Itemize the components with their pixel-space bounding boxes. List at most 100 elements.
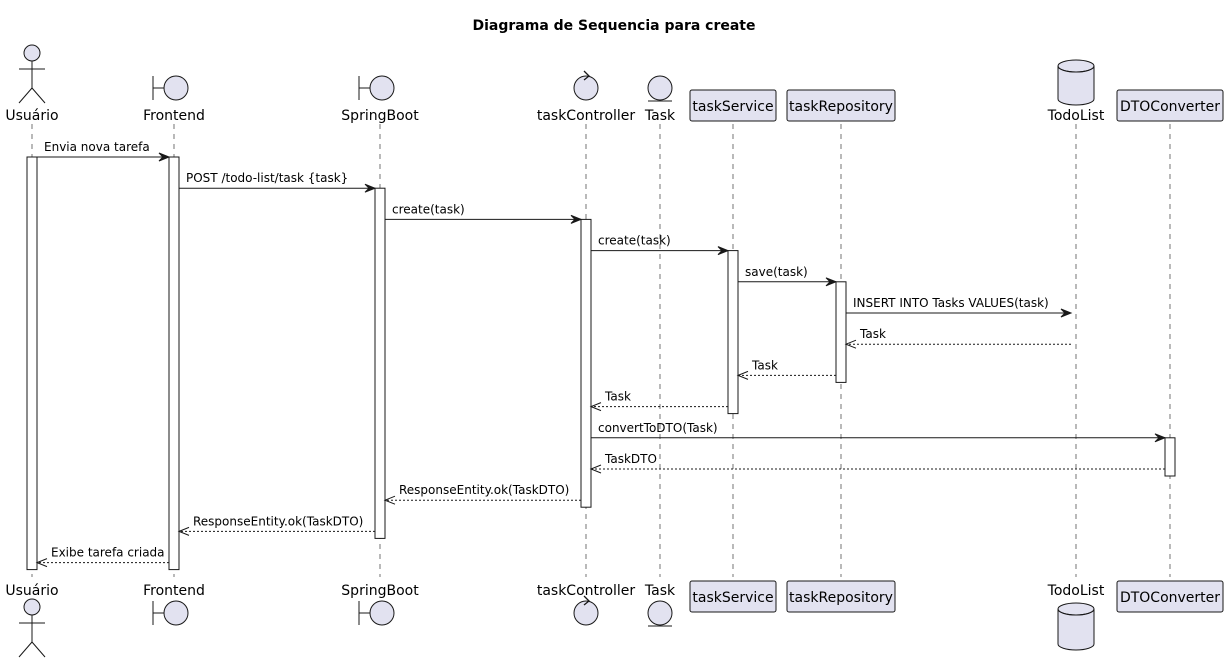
activation-bars	[26, 156, 1176, 571]
sync-arrowhead	[1154, 433, 1167, 443]
participant-label: SpringBoot	[341, 583, 419, 599]
participant-springboot: SpringBoot	[341, 583, 419, 626]
message-3: create(task)	[385, 202, 583, 224]
participant-dtoconverter: DTOConverter	[1116, 580, 1224, 613]
return-arrowhead	[736, 370, 749, 380]
message-label: Task	[751, 358, 778, 372]
actor-icon	[18, 598, 46, 658]
return-arrowhead	[589, 464, 602, 474]
message-label: Envia nova tarefa	[44, 140, 150, 154]
activation-bar-taskcontroller	[580, 218, 592, 508]
participant-taskservice: taskService	[689, 580, 777, 613]
participant-usuario: Usuário	[5, 583, 59, 658]
sync-arrowhead	[570, 214, 583, 224]
participant-box	[1116, 89, 1224, 122]
message-14: Exibe tarefa criada	[35, 546, 169, 568]
activation-bar-frontend	[168, 156, 180, 571]
message-label: INSERT INTO Tasks VALUES(task)	[853, 296, 1049, 310]
participant-label: Usuário	[5, 583, 58, 599]
boundary-icon	[152, 600, 189, 626]
participant-label: taskController	[537, 108, 636, 124]
message-label: Exibe tarefa criada	[51, 546, 165, 560]
message-label: convertToDTO(Task)	[598, 421, 718, 435]
participant-todolist: TodoList	[1047, 59, 1105, 124]
participant-label: taskService	[692, 590, 773, 606]
participant-dtoconverter: DTOConverter	[1116, 89, 1224, 122]
participant-box	[689, 580, 777, 613]
message-11: TaskDTO	[589, 452, 1165, 474]
message-1: Envia nova tarefa	[37, 140, 171, 162]
participant-taskcontroller: taskController	[537, 583, 636, 626]
control-icon	[573, 595, 599, 626]
diagram-title: Diagrama de Sequencia para create	[472, 18, 755, 34]
message-label: Task	[604, 390, 631, 404]
participant-label: taskController	[537, 583, 636, 599]
return-arrowhead	[35, 558, 48, 568]
participant-box	[689, 89, 777, 122]
database-icon	[1057, 602, 1095, 651]
message-label: POST /todo-list/task {task}	[186, 171, 348, 185]
entity-icon	[647, 600, 673, 627]
activation-bar-springboot	[374, 187, 386, 539]
message-9: Task	[589, 390, 728, 412]
control-icon	[573, 70, 599, 101]
sync-arrowhead	[825, 277, 838, 287]
message-7: Task	[844, 327, 1071, 349]
participant-label: Task	[644, 108, 676, 124]
participant-label: DTOConverter	[1120, 590, 1220, 606]
message-label: create(task)	[598, 234, 671, 248]
message-label: TaskDTO	[604, 452, 657, 466]
participant-label: TodoList	[1047, 108, 1105, 124]
participant-label: TodoList	[1047, 583, 1105, 599]
participant-label: DTOConverter	[1120, 99, 1220, 115]
database-icon	[1057, 59, 1095, 106]
message-label: ResponseEntity.ok(TaskDTO)	[399, 483, 569, 497]
participant-springboot: SpringBoot	[341, 75, 419, 124]
lifelines	[31, 124, 1171, 577]
participant-label: SpringBoot	[341, 108, 419, 124]
sync-arrowhead	[717, 246, 730, 256]
participant-box	[786, 580, 896, 613]
boundary-icon	[358, 600, 395, 626]
activation-bar-taskservice	[727, 250, 739, 415]
entity-icon	[647, 75, 673, 102]
participant-frontend: Frontend	[143, 583, 205, 626]
activation-bar-usuario	[26, 156, 38, 571]
message-6: INSERT INTO Tasks VALUES(task)	[846, 296, 1073, 318]
activation-bar-dtoconverter	[1164, 437, 1176, 477]
participant-taskcontroller: taskController	[537, 70, 636, 124]
participant-label: Usuário	[5, 108, 58, 124]
participant-taskservice: taskService	[689, 89, 777, 122]
return-arrowhead	[177, 526, 190, 536]
participant-todolist: TodoList	[1047, 583, 1105, 651]
message-label: ResponseEntity.ok(TaskDTO)	[193, 514, 363, 528]
message-12: ResponseEntity.ok(TaskDTO)	[383, 483, 581, 505]
sync-arrowhead	[158, 152, 171, 162]
sync-arrowhead	[364, 183, 377, 193]
participant-label: taskService	[692, 99, 773, 115]
participant-frontend: Frontend	[143, 75, 205, 124]
participant-label: taskRepository	[789, 99, 893, 115]
message-label: Task	[859, 327, 886, 341]
participant-label: taskRepository	[789, 590, 893, 606]
participant-box	[1116, 580, 1224, 613]
message-5: save(task)	[738, 265, 838, 287]
participant-task: Task	[644, 75, 676, 124]
message-8: Task	[736, 358, 836, 380]
message-2: POST /todo-list/task {task}	[179, 171, 377, 193]
participant-taskrepository: taskRepository	[786, 89, 896, 122]
message-10: convertToDTO(Task)	[591, 421, 1167, 443]
return-arrowhead	[589, 402, 602, 412]
actor-icon	[18, 44, 46, 104]
message-label: create(task)	[392, 202, 465, 216]
return-arrowhead	[383, 495, 396, 505]
return-arrowhead	[844, 339, 857, 349]
message-4: create(task)	[591, 234, 730, 256]
participant-label: Task	[644, 583, 676, 599]
participant-task: Task	[644, 583, 676, 627]
participant-box	[786, 89, 896, 122]
participants-bottom: Usuário Frontend SpringBoot taskController T…	[5, 580, 1224, 658]
